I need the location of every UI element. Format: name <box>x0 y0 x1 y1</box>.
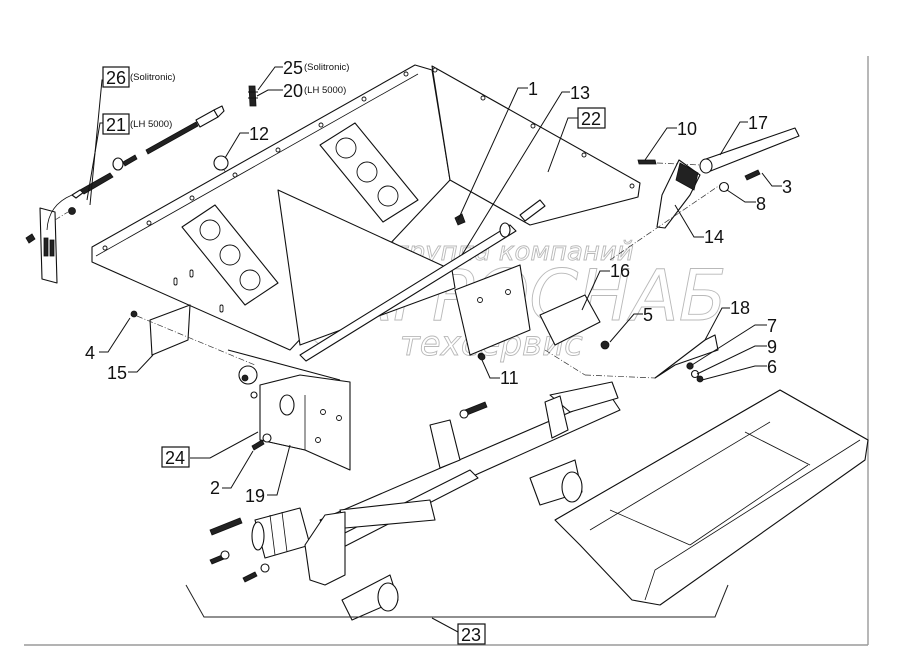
chassis-arm <box>209 381 621 621</box>
bearing-housing <box>454 264 610 360</box>
callout-4: 4 <box>85 343 95 363</box>
shaft-assembly <box>299 199 546 362</box>
callout-21: 21 (LH 5000) <box>102 113 172 135</box>
callout-22: 22 <box>577 107 606 129</box>
callout-20: 20 (LH 5000) <box>283 81 346 101</box>
callout-12: 12 <box>249 124 269 144</box>
leader-lines <box>86 66 782 496</box>
svg-text:25: 25 <box>283 58 303 78</box>
bolt-part-2 <box>251 433 272 451</box>
callout-25: 25 (Solitronic) <box>283 58 349 78</box>
callout-13: 13 <box>570 83 590 103</box>
collection-tray <box>554 389 869 606</box>
callout-3: 3 <box>782 177 792 197</box>
assembly-bracket-23 <box>185 584 729 633</box>
svg-text:21: 21 <box>106 115 126 135</box>
svg-text:22: 22 <box>581 109 601 129</box>
callout-1: 1 <box>528 79 538 99</box>
callout-7: 7 <box>767 316 777 336</box>
lever-assembly <box>609 127 800 261</box>
callout-15: 15 <box>107 363 127 383</box>
callout-23: 23 <box>457 623 486 645</box>
sensor-cable-assembly <box>25 105 225 284</box>
callout-16: 16 <box>610 261 630 281</box>
drawing-frame <box>24 56 869 646</box>
cover-plate <box>130 304 256 366</box>
fitting-part <box>248 85 258 107</box>
callout-9: 9 <box>767 337 777 357</box>
callout-14: 14 <box>704 227 724 247</box>
svg-text:(LH 5000): (LH 5000) <box>304 85 346 96</box>
svg-text:(Solitronic): (Solitronic) <box>130 72 175 83</box>
callout-19: 19 <box>245 486 265 506</box>
bolt-part-11 <box>478 353 486 361</box>
callout-10: 10 <box>677 119 697 139</box>
slot-plate-left <box>181 204 279 306</box>
svg-text:20: 20 <box>283 81 303 101</box>
callout-18: 18 <box>730 298 750 318</box>
hopper-wing <box>431 65 641 226</box>
callout-17: 17 <box>748 113 768 133</box>
callout-2: 2 <box>210 478 220 498</box>
svg-text:26: 26 <box>106 68 126 88</box>
callout-11: 11 <box>500 368 519 388</box>
callouts: 26 (Solitronic) 21 (LH 5000) 25 (Solitro… <box>85 58 792 645</box>
callout-24: 24 <box>161 446 190 468</box>
callout-6: 6 <box>767 357 777 377</box>
callout-5: 5 <box>643 305 653 325</box>
svg-text:(Solitronic): (Solitronic) <box>304 62 349 73</box>
deflector-triangle <box>277 189 456 346</box>
scraper-blade <box>544 334 719 383</box>
callout-8: 8 <box>756 194 766 214</box>
hopper-plate <box>91 64 451 351</box>
svg-text:(LH 5000): (LH 5000) <box>130 119 172 130</box>
slot-plate-right <box>319 122 419 223</box>
svg-text:23: 23 <box>461 625 481 645</box>
svg-text:24: 24 <box>165 448 185 468</box>
gearbox-housing <box>227 349 351 471</box>
callout-26: 26 (Solitronic) <box>102 66 175 88</box>
